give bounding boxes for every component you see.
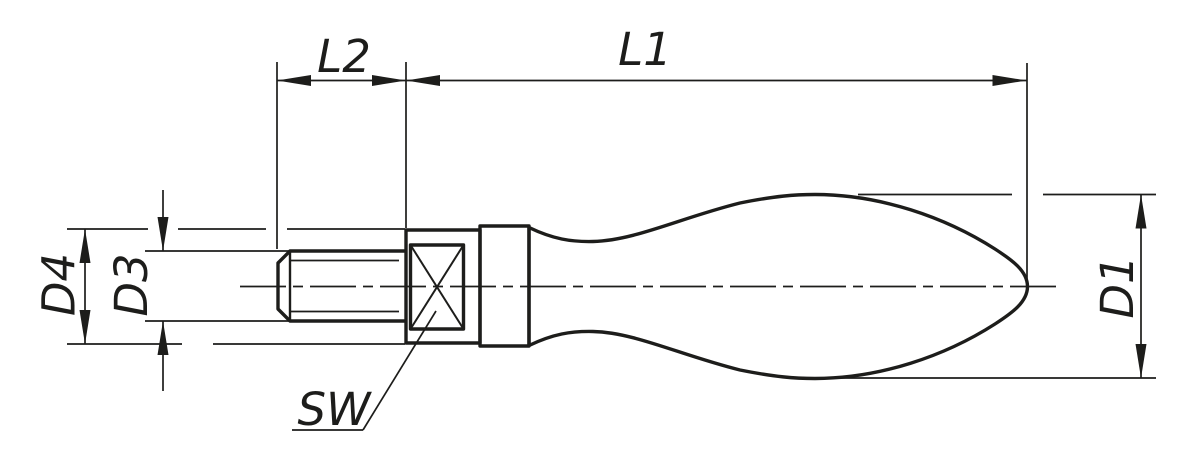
arrowhead-l1-right [992,75,1027,86]
dimension-d3: D3 [105,190,169,391]
arrowhead-d1-bottom [1135,344,1147,378]
label-l2: L2 [317,30,371,83]
arrowhead-d1-top [1135,194,1147,229]
callout-sw: SW [292,310,437,436]
arrowhead-d4-bottom [79,310,91,344]
arrowhead-l2-left [277,75,311,86]
label-d3: D3 [105,253,158,316]
extension-lines [67,62,1156,379]
threaded-stud [276,249,406,323]
arrowhead-l1-left [406,75,440,86]
arrowhead-d3-bottom [157,321,169,355]
label-d1: D1 [1091,255,1144,318]
arrowhead-d4-top [79,229,91,263]
label-sw: SW [297,383,372,436]
arrowhead-d3-top [157,217,169,251]
sw-leader-line [362,310,437,431]
dimension-d4: D4 [33,229,91,344]
dimension-d1: D1 [1091,194,1147,378]
square-flat-face [408,243,466,331]
label-l1: L1 [618,23,672,76]
arrowhead-l2-right [372,75,406,86]
dimension-l1: L1 [406,23,1027,86]
dimension-l2: L2 [277,30,406,86]
label-d4: D4 [33,253,86,316]
thread-outline [276,249,406,323]
flat-cross-diagonal-2 [409,244,465,330]
